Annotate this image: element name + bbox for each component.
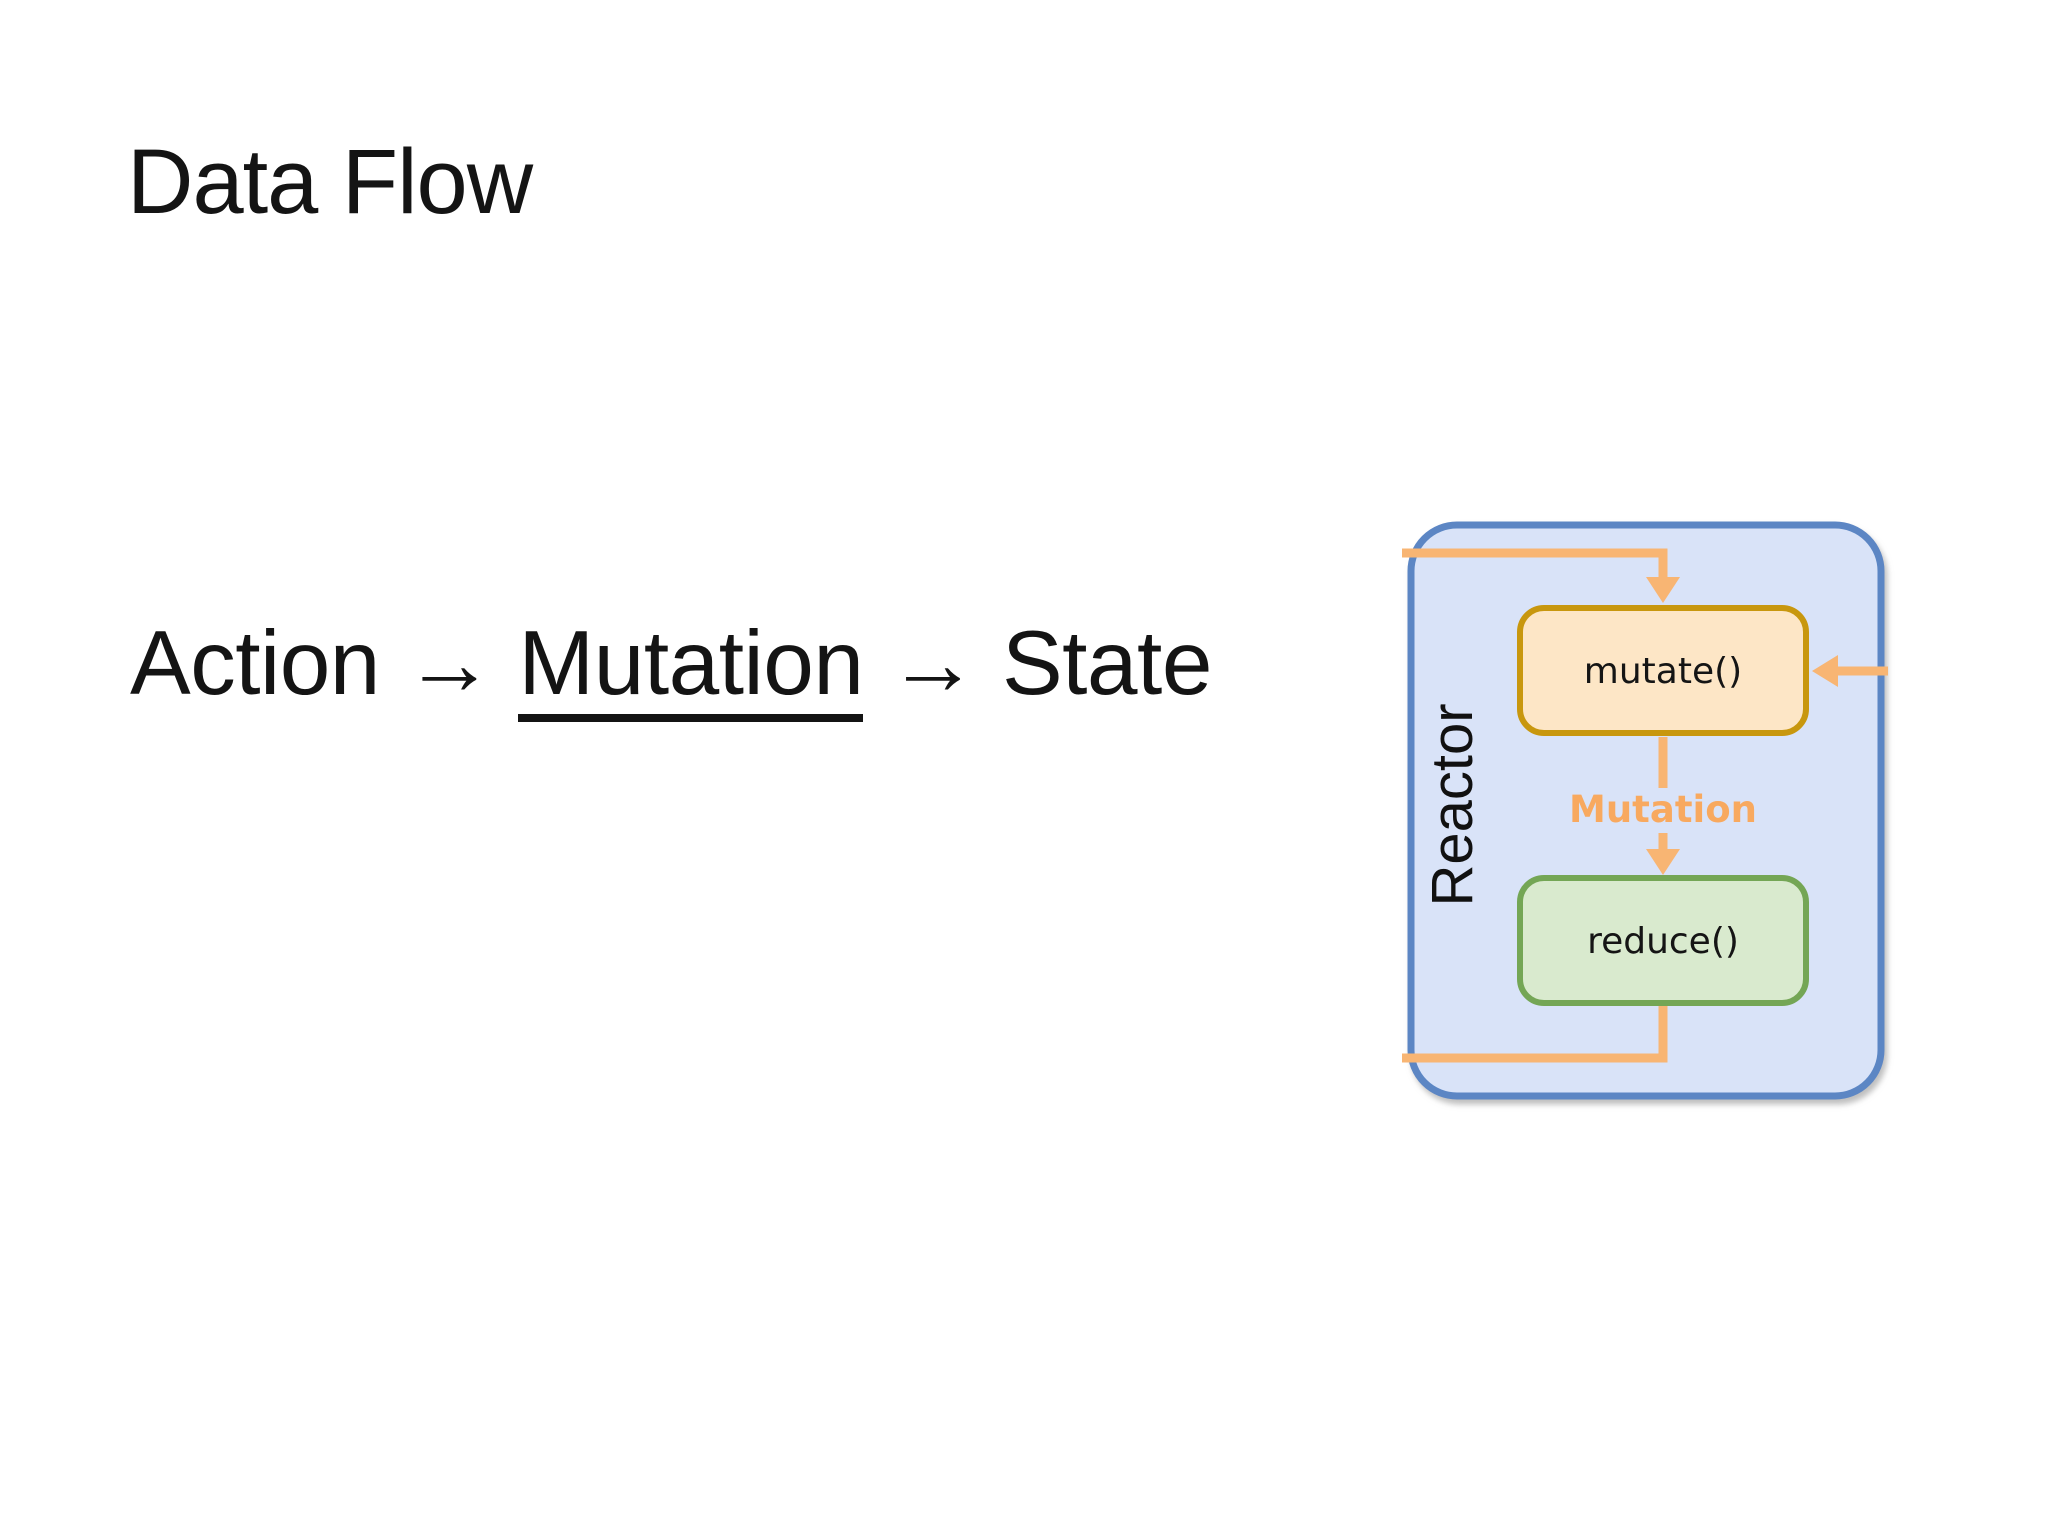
slide-title: Data Flow bbox=[127, 131, 533, 233]
arrowhead-mutation-edge-icon bbox=[1646, 849, 1680, 875]
mutate-box bbox=[1517, 605, 1809, 736]
arrow-right-glyph: → bbox=[403, 613, 495, 714]
arrow-bottom-exit bbox=[1402, 1003, 1668, 1063]
reactor-label: Reactor bbox=[1420, 703, 1485, 906]
reactor-diagram: Reactor mutate() Mutation reduce() bbox=[1402, 521, 1888, 1100]
mutate-label: mutate() bbox=[1584, 651, 1742, 692]
arrowhead-top-entry-icon bbox=[1646, 577, 1680, 603]
phrase-mutation: Mutation bbox=[518, 613, 864, 722]
phrase-action: Action bbox=[130, 613, 380, 714]
mutation-edge-label: Mutation bbox=[1569, 788, 1757, 831]
flow-phrase: Action→Mutation→State bbox=[130, 612, 1212, 722]
phrase-state: State bbox=[1001, 613, 1212, 714]
arrow-top-entry bbox=[1402, 548, 1668, 578]
reduce-box bbox=[1517, 875, 1809, 1006]
arrowhead-right-entry-icon bbox=[1812, 655, 1838, 687]
arrow-right-glyph: → bbox=[887, 613, 978, 714]
reduce-label: reduce() bbox=[1587, 921, 1739, 962]
